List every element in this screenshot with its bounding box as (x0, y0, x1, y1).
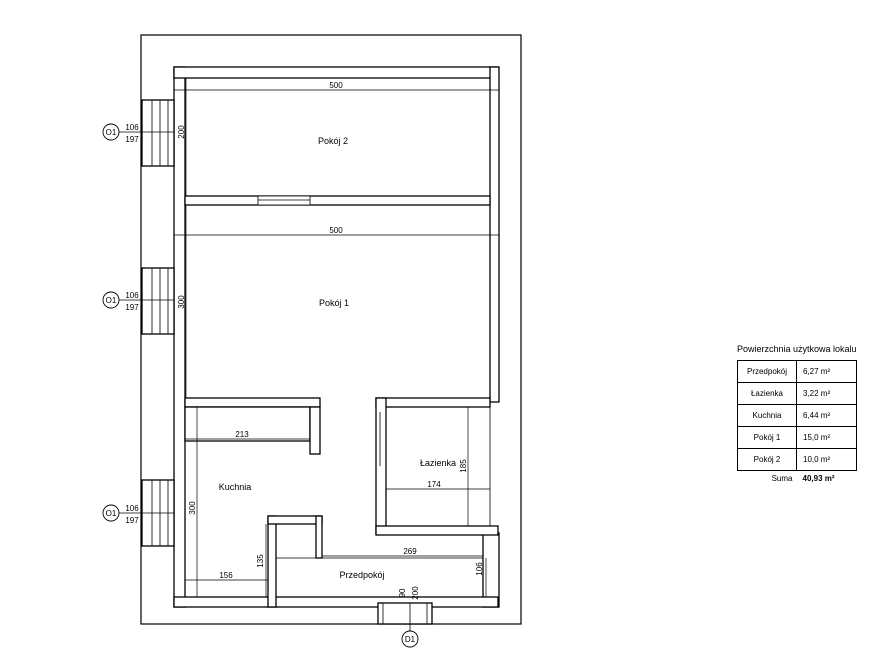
dim-hall-depth: 106 (475, 562, 484, 576)
svg-text:D1: D1 (405, 635, 416, 644)
dim-kitchen-bottom: 156 (219, 571, 233, 580)
west-wall (173, 66, 186, 608)
dim-door-height: 200 (411, 586, 420, 600)
bath-wall-left (375, 397, 387, 535)
area-value: 10,0 m² (796, 448, 857, 471)
room-label-pokoj2: Pokój 2 (318, 136, 348, 146)
hall-wall-right (315, 515, 323, 559)
svg-text:O1: O1 (106, 509, 117, 518)
kitchen-counter-side (309, 406, 321, 455)
area-table: Powierzchnia użytkowa lokalu Przedpokój … (737, 344, 857, 485)
room-label-pokoj1: Pokój 1 (319, 298, 349, 308)
table-row: Pokój 2 10,0 m² (737, 448, 857, 471)
dim-bath-width: 174 (427, 480, 441, 489)
window-2 (141, 267, 175, 335)
area-name: Łazienka (737, 382, 797, 405)
area-value: 15,0 m² (796, 426, 857, 449)
dim-pokoj1-width: 500 (329, 226, 343, 235)
area-value: 6,44 m² (796, 404, 857, 427)
table-row: Pokój 1 15,0 m² (737, 426, 857, 449)
area-name: Kuchnia (737, 404, 797, 427)
window-tag-2-height: 197 (125, 303, 139, 312)
total-value: 40,93 m² (802, 473, 835, 483)
window-tag-1-height: 197 (125, 135, 139, 144)
window-tag-1: O1 106 197 (102, 123, 174, 144)
svg-text:O1: O1 (106, 128, 117, 137)
dim-kitchen-step: 135 (256, 554, 265, 568)
partition-mid (184, 397, 321, 408)
window-1 (141, 99, 175, 167)
dim-door-width: 90 (398, 588, 407, 597)
dim-pokoj1-depth: 300 (177, 295, 186, 309)
room-label-przedpokoj: Przedpokój (339, 570, 384, 580)
dim-hall-width: 269 (403, 547, 417, 556)
area-table-grid: Przedpokój 6,27 m² Łazienka 3,22 m² Kuch… (737, 360, 857, 485)
total-label: Suma (771, 473, 793, 483)
window-tag-3: O1 106 197 (102, 504, 174, 525)
table-row: Łazienka 3,22 m² (737, 382, 857, 405)
svg-text:O1: O1 (106, 296, 117, 305)
door-opening-rooms (257, 195, 311, 206)
area-value: 6,27 m² (796, 360, 857, 383)
partition-mid-right (375, 397, 491, 408)
area-name: Przedpokój (737, 360, 797, 383)
room-label-lazienka: Łazienka (420, 458, 456, 468)
area-value: 3,22 m² (796, 382, 857, 405)
area-name: Pokój 1 (737, 426, 797, 449)
window-tag-1-width: 106 (125, 123, 139, 132)
bath-wall-bottom (375, 525, 499, 536)
window-tag-2-width: 106 (125, 291, 139, 300)
total-row: Suma 40,93 m² (738, 471, 857, 486)
outer-frame (140, 34, 522, 625)
east-wall-upper (489, 66, 500, 403)
dim-kitchen-depth: 300 (188, 501, 197, 515)
window-tag-2: O1 106 197 (102, 291, 174, 312)
north-wall (173, 66, 499, 79)
door-tag: D1 (401, 603, 419, 648)
dim-bath-depth: 185 (459, 459, 468, 473)
dim-pokoj2-width: 500 (329, 81, 343, 90)
east-wall-lower (482, 532, 500, 608)
dim-kitchen-counter: 213 (235, 430, 249, 439)
entrance-door (377, 602, 433, 625)
bath-inner (385, 406, 491, 527)
room-label-kuchnia: Kuchnia (219, 482, 252, 492)
partition-rooms (184, 195, 491, 206)
window-tag-3-height: 197 (125, 516, 139, 525)
table-row: Przedpokój 6,27 m² (737, 360, 857, 383)
area-name: Pokój 2 (737, 448, 797, 471)
window-tag-3-width: 106 (125, 504, 139, 513)
hall-wall-top (267, 515, 323, 525)
table-row: Kuchnia 6,44 m² (737, 404, 857, 427)
hall-wall-vertical (267, 515, 277, 608)
area-table-title: Powierzchnia użytkowa lokalu (737, 344, 857, 354)
south-wall (173, 596, 499, 608)
dim-pokoj2-depth: 200 (177, 125, 186, 139)
